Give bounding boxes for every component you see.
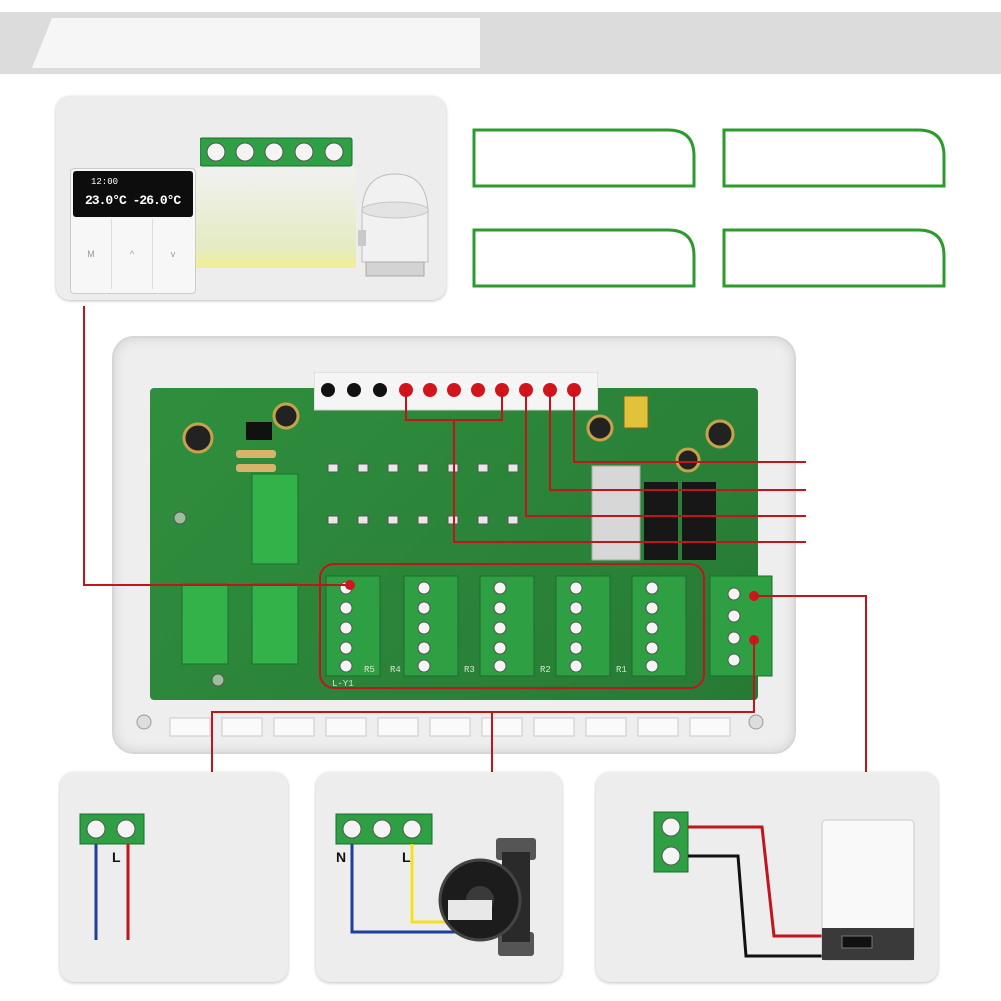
- connector-holes-black: [321, 383, 387, 397]
- thermostat: 12:00 23.0°C -26.0°C M ^ v: [70, 168, 196, 294]
- thermostat-to-controller-wire: [83, 306, 350, 586]
- relay-label-r4: R4: [390, 665, 401, 675]
- power-label-l: L: [112, 849, 121, 865]
- terminal-block-power: [709, 575, 773, 677]
- terminal-block-r5: [325, 575, 381, 677]
- thermostat-wiring-area: [196, 168, 356, 268]
- capacitors: [182, 402, 735, 473]
- relay-label-r3: R3: [464, 665, 475, 675]
- power-input-diagram: L: [79, 813, 145, 940]
- boiler-wire: [754, 595, 867, 772]
- zone-terminals-highlight: [319, 563, 705, 689]
- thermostat-terminal-block: [200, 137, 353, 167]
- boiler-image: [821, 819, 915, 961]
- thermostat-temperatures: 23.0°C -26.0°C: [85, 193, 181, 208]
- connector-holes-red: [399, 383, 581, 397]
- relay-label-r5: R5: [364, 665, 375, 675]
- thermostat-time: 12:00: [91, 177, 119, 187]
- fuse-block: [591, 465, 641, 561]
- resistors: [236, 450, 276, 472]
- pcb-components: [173, 395, 735, 687]
- thermostat-display: 12:00 23.0°C -26.0°C: [73, 171, 193, 217]
- thermostat-button-down[interactable]: v: [170, 249, 176, 259]
- relays: [644, 482, 716, 560]
- mounting-hole-left: [173, 511, 187, 525]
- ic-chip: [246, 422, 272, 440]
- zone-placeholder-boxes: [472, 128, 946, 288]
- thermal-actuator-image: [358, 173, 429, 277]
- terminal-block-r3: [479, 575, 535, 677]
- bottom-bus-wire: [211, 640, 755, 772]
- pump-label-l: L: [402, 849, 411, 865]
- pump-label-n: N: [336, 849, 346, 865]
- boiler-diagram: [653, 811, 915, 961]
- top-banner-title-area: [32, 18, 480, 68]
- terminal-block-r4: [403, 575, 459, 677]
- circulation-pump-image: [438, 838, 536, 956]
- thermostat-terminal-screws: [206, 142, 344, 162]
- pcb-label: L-Y1: [332, 679, 354, 689]
- thermostat-button-up[interactable]: ^: [112, 219, 153, 289]
- relay-label-r2: R2: [540, 665, 551, 675]
- zone-box-4: [722, 228, 946, 288]
- relay-signal-wires: [405, 392, 806, 543]
- small-terminal-blocks: [181, 473, 299, 665]
- pump-diagram: N L: [335, 813, 536, 956]
- zone-box-3: [472, 228, 696, 288]
- relay-label-r1: R1: [616, 665, 627, 675]
- smd-leds: [327, 463, 519, 525]
- power-input-panel: [60, 772, 288, 982]
- thermostat-button-m[interactable]: M: [71, 219, 112, 289]
- power-transformer: [623, 395, 649, 429]
- zone-box-1: [472, 128, 696, 188]
- terminal-block-r1: [631, 575, 687, 677]
- terminal-block-r2: [555, 575, 611, 677]
- mounting-hole-bottom: [211, 673, 225, 687]
- zone-output-terminals: R5 R4 R3 R2 R1 L-Y1: [325, 575, 773, 689]
- zone-box-2: [722, 128, 946, 188]
